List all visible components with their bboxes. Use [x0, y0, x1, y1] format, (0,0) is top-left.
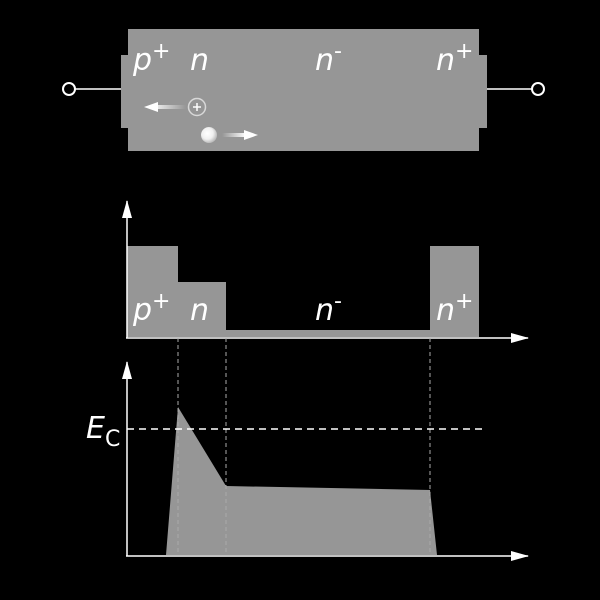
device-structure: p+ n n- n+: [62, 29, 545, 151]
device-label-n-plus: n+: [436, 39, 473, 78]
ec-label: EC: [86, 411, 120, 452]
electron-arrow-icon: [222, 130, 258, 140]
electron-icon: [201, 127, 217, 143]
hole-arrow-icon: [144, 102, 186, 112]
device-label-n: n: [190, 43, 209, 78]
doping-label-n-plus: n+: [436, 289, 473, 328]
doping-label-n-minus: n-: [315, 289, 342, 328]
right-terminal-icon: [531, 82, 545, 96]
doping-label-p-plus: p+: [132, 289, 170, 328]
doping-profile: p+ n n- n+: [122, 200, 529, 343]
device-label-n-minus: n-: [315, 39, 342, 78]
field-profile: EC: [86, 338, 529, 561]
hole-plus-icon: [187, 97, 207, 117]
left-terminal-icon: [62, 82, 76, 96]
field-area: [166, 407, 437, 555]
device-label-p-plus: p+: [132, 39, 170, 78]
device-body: [121, 29, 487, 151]
doping-label-n: n: [190, 293, 209, 328]
doping-area: [127, 246, 479, 337]
